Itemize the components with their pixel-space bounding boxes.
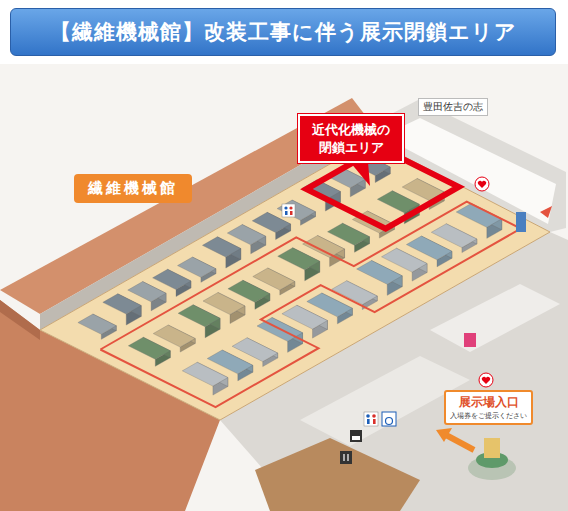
- room-label: 豊田佐吉の志: [418, 98, 488, 116]
- title-text: 【繊維機械館】改装工事に伴う展示閉鎖エリア: [50, 18, 517, 46]
- note-text: 入場券をご提示ください: [450, 411, 527, 421]
- toilet-icon: [282, 204, 295, 217]
- corridor: [430, 284, 560, 352]
- machine: [182, 362, 228, 386]
- machine: [178, 305, 220, 327]
- wheelchair-icon: [382, 412, 396, 426]
- machine: [153, 325, 195, 347]
- machine: [178, 257, 216, 277]
- machine: [103, 294, 141, 314]
- callout-pointer: [350, 162, 370, 186]
- label-text: 繊維機械館: [88, 179, 178, 198]
- toilet-icon: [367, 419, 370, 424]
- machine: [382, 248, 428, 272]
- hall-name-label: 繊維機械館: [74, 174, 192, 203]
- wheelchair-icon: [386, 418, 393, 425]
- label-text: 近代化機械の 閉鎖エリア: [308, 121, 394, 156]
- entrance-arrow: [436, 428, 452, 442]
- machine: [377, 191, 419, 213]
- machine: [227, 225, 265, 245]
- machine: [202, 237, 240, 257]
- machine: [232, 338, 278, 362]
- restaurant-floor: [255, 438, 420, 511]
- aed-icon: [475, 177, 489, 191]
- machine: [228, 280, 270, 302]
- toilet-icon: [364, 412, 378, 426]
- machine: [78, 314, 116, 334]
- closed-area-callout: 近代化機械の 閉鎖エリア: [298, 114, 404, 163]
- toilet-icon: [373, 419, 376, 424]
- aed-icon: [478, 181, 486, 188]
- hall-floor: [40, 140, 550, 420]
- restaurant-icon: [347, 454, 348, 461]
- stairs-icon: [350, 430, 362, 442]
- exit-arrow: [540, 206, 552, 218]
- machine: [303, 236, 345, 258]
- machine: [328, 223, 370, 245]
- machine: [278, 248, 320, 270]
- toilet-icon: [290, 211, 293, 215]
- stairs-icon: [352, 436, 360, 440]
- entrance-label: 展示場入口入場券をご提示ください: [444, 390, 533, 425]
- title-banner: 【繊維機械館】改装工事に伴う展示閉鎖エリア: [10, 8, 556, 56]
- toilet-icon: [372, 414, 376, 418]
- machine: [282, 305, 328, 329]
- aed-icon: [479, 373, 493, 387]
- restaurant-icon: [343, 454, 344, 461]
- entrance-arrow: [446, 435, 474, 450]
- machine: [203, 293, 245, 315]
- aed-icon: [482, 377, 490, 384]
- visit-route: [100, 202, 520, 408]
- machine: [357, 261, 403, 285]
- machine: [128, 337, 170, 359]
- machine: [128, 282, 166, 302]
- machine: [207, 350, 253, 374]
- info-icon: [464, 333, 476, 347]
- machine: [406, 236, 452, 260]
- toilet-icon: [289, 206, 292, 209]
- machine: [277, 200, 315, 220]
- map-ground: [0, 64, 568, 511]
- machine: [153, 269, 191, 289]
- label-text: 豊田佐吉の志: [423, 100, 483, 114]
- toilet-icon: [285, 211, 288, 215]
- toilet-icon: [366, 414, 370, 418]
- entrance-gate: [484, 438, 500, 458]
- machine: [431, 224, 477, 248]
- machine: [253, 268, 295, 290]
- toilet-icon: [284, 206, 287, 209]
- label-text: 展示場入口: [450, 394, 527, 411]
- restaurant-icon: [340, 451, 352, 464]
- elevator-icon: [516, 212, 526, 232]
